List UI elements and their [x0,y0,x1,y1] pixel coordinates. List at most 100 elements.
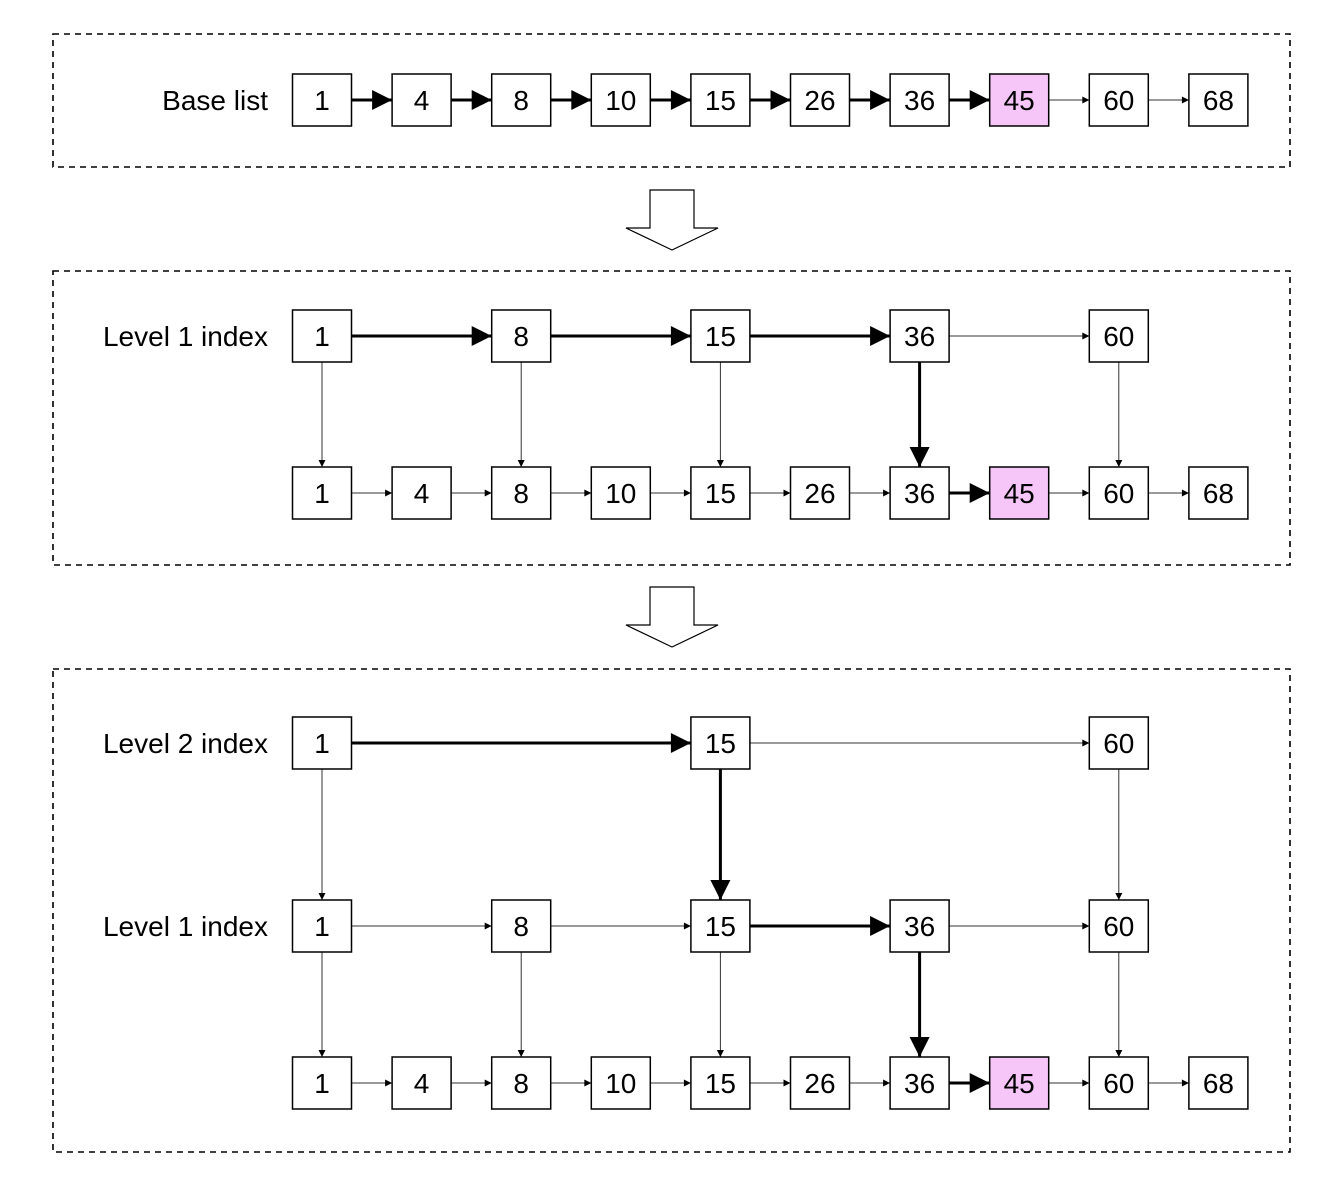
node-value: 36 [904,478,935,509]
node-box [690,716,751,770]
node-box [690,466,751,520]
node-box [1088,899,1150,953]
node-box [291,1056,353,1110]
node-l2-1: 1 [291,716,353,770]
node-box [690,899,751,953]
node-value: 60 [1103,728,1134,759]
node-value: 1 [314,321,330,352]
node-l1-1: 1 [291,309,353,363]
node-value: 15 [705,478,736,509]
node-value: 68 [1203,85,1234,116]
node-l1-15: 15 [690,309,751,363]
node-l1-36: 36 [889,309,950,363]
node-base-1: 1 [291,466,353,520]
node-value: 8 [513,911,529,942]
node-value: 36 [904,911,935,942]
transition-arrow-1 [625,189,719,251]
node-box [889,899,950,953]
node-base-26: 26 [789,1056,851,1110]
node-box [988,1056,1050,1110]
node-value: 1 [314,85,330,116]
node-box [490,466,552,520]
node-box [1088,1056,1150,1110]
node-l2-15: 15 [690,716,751,770]
node-box [391,73,452,127]
node-box [889,466,950,520]
node-base-36: 36 [889,1056,950,1110]
node-base-45: 45 [988,466,1050,520]
node-base-4: 4 [391,466,452,520]
node-base-8: 8 [490,466,552,520]
node-value: 60 [1103,321,1134,352]
node-value: 60 [1103,911,1134,942]
panel-base-list [52,33,1291,168]
node-l1-60: 60 [1088,899,1150,953]
node-box [889,73,950,127]
node-base-60: 60 [1088,73,1150,127]
node-value: 15 [705,85,736,116]
node-l1-8: 8 [490,899,552,953]
node-box [1088,716,1150,770]
node-value: 26 [804,1068,835,1099]
node-box [490,899,552,953]
node-value: 26 [804,85,835,116]
node-box [490,1056,552,1110]
node-box [789,466,851,520]
node-base-10: 10 [590,73,652,127]
node-box [291,899,353,953]
node-base-45: 45 [988,1056,1050,1110]
node-value: 8 [513,1068,529,1099]
node-value: 4 [414,478,430,509]
node-value: 45 [1004,478,1035,509]
node-base-60: 60 [1088,1056,1150,1110]
row-label-base-list: Base list [162,85,268,116]
node-box [291,466,353,520]
node-box [590,466,652,520]
node-value: 8 [513,85,529,116]
node-base-8: 8 [490,73,552,127]
node-value: 1 [314,911,330,942]
panel-level2 [52,668,1291,1153]
node-value: 15 [705,728,736,759]
node-box [1188,466,1249,520]
node-box [1088,309,1150,363]
node-value: 1 [314,478,330,509]
node-box [690,309,751,363]
node-value: 15 [705,1068,736,1099]
node-value: 60 [1103,1068,1134,1099]
node-value: 36 [904,321,935,352]
node-value: 8 [513,321,529,352]
node-box [391,466,452,520]
node-base-1: 1 [291,73,353,127]
node-value: 15 [705,911,736,942]
panel-level1 [52,270,1291,566]
node-value: 1 [314,728,330,759]
node-value: 60 [1103,85,1134,116]
node-value: 1 [314,1068,330,1099]
node-value: 68 [1203,1068,1234,1099]
node-value: 8 [513,478,529,509]
node-box [291,309,353,363]
node-value: 10 [605,478,636,509]
row-label-level1-lower: Level 1 index [103,911,268,942]
node-value: 4 [414,85,430,116]
node-value: 10 [605,1068,636,1099]
node-box [988,466,1050,520]
node-l2-60: 60 [1088,716,1150,770]
transition-arrow-2 [625,586,719,648]
node-box [1088,466,1150,520]
node-base-8: 8 [490,1056,552,1110]
node-base-26: 26 [789,73,851,127]
node-base-68: 68 [1188,466,1249,520]
node-l1-1: 1 [291,899,353,953]
node-l1-36: 36 [889,899,950,953]
node-l1-8: 8 [490,309,552,363]
node-box [291,716,353,770]
node-value: 36 [904,85,935,116]
node-l1-60: 60 [1088,309,1150,363]
node-base-15: 15 [690,466,751,520]
node-box [789,1056,851,1110]
node-base-36: 36 [889,466,950,520]
node-base-15: 15 [690,1056,751,1110]
node-base-36: 36 [889,73,950,127]
